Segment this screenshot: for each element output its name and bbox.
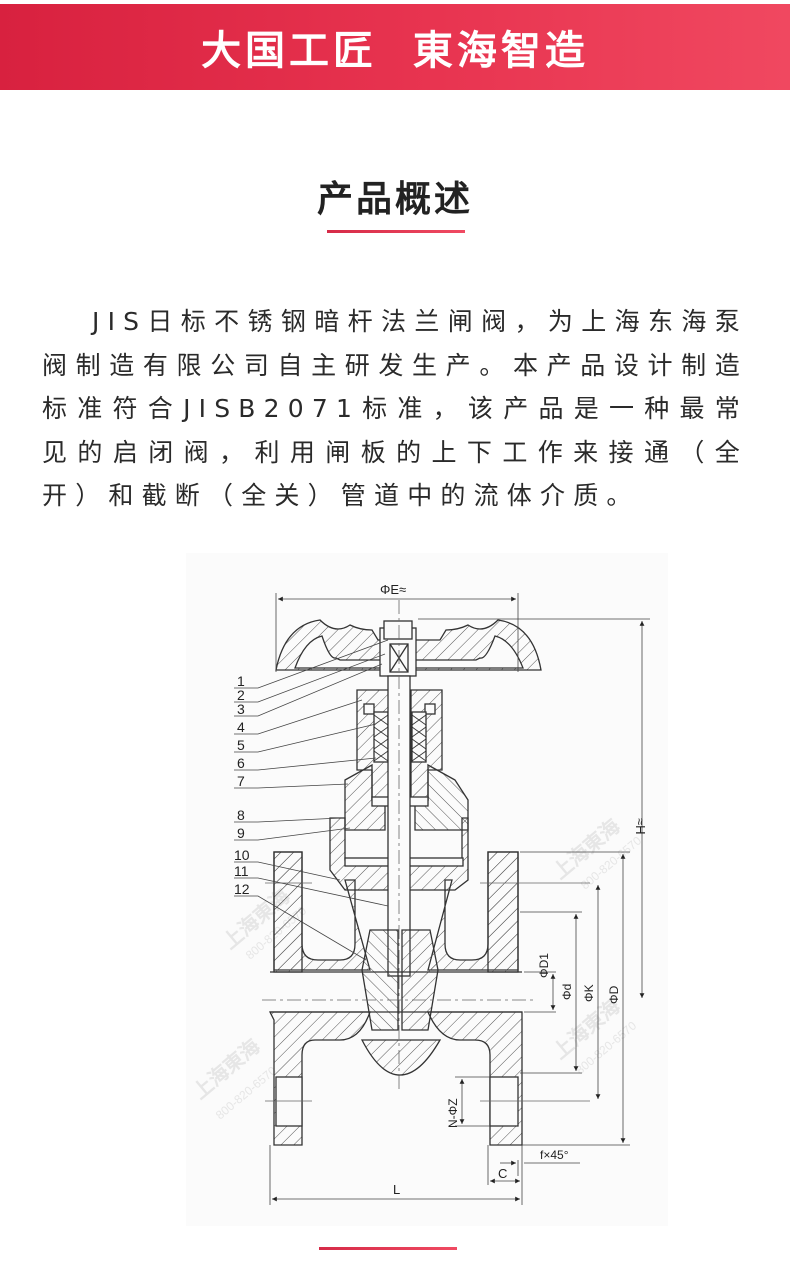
banner-title: 大国工匠 東海智造	[201, 28, 589, 74]
title-underline	[327, 230, 465, 233]
gate-valve-drawing: 上海東海 上海東海 上海東海 上海東海 800-820-6570 800-820…	[188, 582, 650, 1205]
svg-text:≈H: ≈H	[633, 818, 648, 835]
valve-stem	[387, 600, 411, 1090]
svg-text:11: 11	[234, 863, 249, 879]
svg-text:7: 7	[237, 773, 245, 789]
valve-body	[262, 851, 590, 1146]
svg-text:f×45°: f×45°	[540, 1148, 569, 1162]
bottom-accent-bar	[319, 1247, 457, 1250]
svg-text:4: 4	[237, 719, 245, 735]
svg-text:12: 12	[234, 881, 250, 897]
svg-text:6: 6	[237, 755, 245, 771]
svg-text:上海東海: 上海東海	[548, 814, 625, 884]
header-banner: 大国工匠 東海智造	[0, 4, 790, 90]
svg-text:ΦD1: ΦD1	[537, 953, 551, 978]
svg-text:10: 10	[234, 847, 250, 863]
handwheel	[275, 619, 542, 677]
svg-text:C: C	[498, 1166, 507, 1181]
svg-text:N-ΦZ: N-ΦZ	[446, 1098, 460, 1128]
part-callouts	[234, 639, 389, 961]
svg-text:ΦE≈: ΦE≈	[380, 582, 406, 597]
svg-text:8: 8	[237, 807, 245, 823]
svg-text:9: 9	[237, 825, 245, 841]
technical-drawing-panel: 上海東海 上海東海 上海東海 上海東海 800-820-6570 800-820…	[186, 553, 668, 1226]
section-title: 产品概述	[316, 179, 473, 220]
dimension-lines	[269, 593, 650, 1205]
svg-text:ΦK: ΦK	[582, 984, 596, 1002]
dimension-labels: ΦE≈ ≈H ΦD1 Φd ΦK ΦD N-ΦZ f×45° C L	[380, 582, 648, 1197]
part-numbers: 1 2 3 4 5 6 7 8 9 10 11 12	[234, 673, 250, 897]
product-description: JIS日标不锈钢暗杆法兰闸阀，为上海东海泵阀制造有限公司自主研发生产。本产品设计…	[42, 307, 748, 510]
svg-text:2: 2	[237, 687, 245, 703]
svg-text:1: 1	[237, 673, 245, 689]
svg-text:ΦD: ΦD	[607, 985, 621, 1004]
svg-text:5: 5	[237, 737, 245, 753]
svg-text:L: L	[393, 1182, 400, 1197]
svg-text:3: 3	[237, 701, 245, 717]
svg-text:Φd: Φd	[560, 984, 574, 1000]
